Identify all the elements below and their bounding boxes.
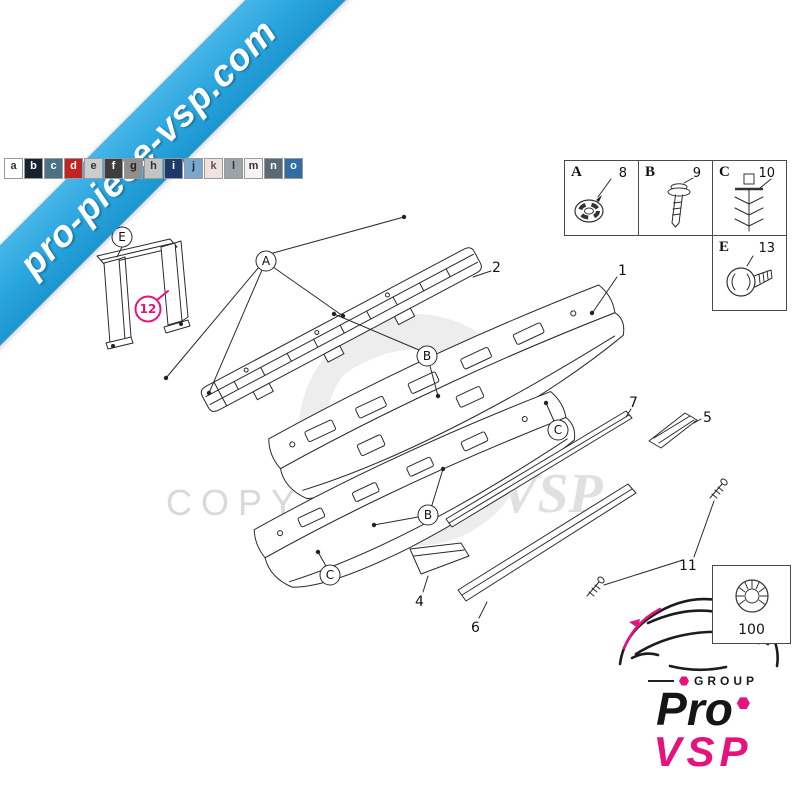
fastener-cell-E: E 13 <box>712 235 787 311</box>
callout-B-lower: B <box>424 508 432 522</box>
lower-bumper-valance <box>253 391 576 588</box>
part-numbers: 2 1 7 5 4 6 11 <box>415 260 712 636</box>
fastener-cell-B: B 9 <box>638 160 713 236</box>
color-swatch-d[interactable]: d <box>64 158 83 179</box>
logo-group-text: GROUP <box>693 674 758 688</box>
callout-A: A <box>262 254 271 268</box>
callout-B-upper: B <box>423 349 431 363</box>
hexagon-accent-icon <box>736 697 750 710</box>
color-swatch-j[interactable]: j <box>184 158 203 179</box>
screw-part-11 <box>586 478 728 597</box>
part-number-7: 7 <box>629 395 638 411</box>
part-100-cell: 100 <box>712 565 791 644</box>
color-swatch-i[interactable]: i <box>164 158 183 179</box>
logo-pro-row: Pro <box>656 683 750 735</box>
callout-C-bottom: C <box>326 568 334 582</box>
logo-rule-left <box>647 680 674 682</box>
logo-group-row: GROUP <box>647 674 758 688</box>
highlighted-part-12-label: 12 <box>140 302 157 316</box>
fastener-number-8: 8 <box>618 166 627 181</box>
color-swatch-o[interactable]: o <box>284 158 303 179</box>
fastener-letter-C: C <box>719 164 730 180</box>
color-swatch-m[interactable]: m <box>244 158 263 179</box>
callout-C-right: C <box>554 423 562 437</box>
color-swatch-n[interactable]: n <box>264 158 283 179</box>
shoulder-screw-icon <box>667 177 694 228</box>
color-swatch-f[interactable]: f <box>104 158 123 179</box>
color-swatch-l[interactable]: l <box>224 158 243 179</box>
fastener-number-9: 9 <box>692 166 701 181</box>
hexagon-icon <box>678 676 689 686</box>
part-number-2: 2 <box>492 260 501 276</box>
callout-circles: E A B B C C 12 <box>111 226 569 586</box>
end-cap-part-5 <box>648 412 698 449</box>
leader-lines <box>116 216 715 619</box>
rear-bumper-part-1 <box>268 284 625 499</box>
fastener-cell-C: C 10 <box>712 160 787 236</box>
fastener-letter-B: B <box>645 164 656 180</box>
fastener-number-13: 13 <box>758 241 775 256</box>
part-number-1: 1 <box>618 263 627 279</box>
color-swatch-e[interactable]: e <box>84 158 103 179</box>
callout-E: E <box>118 230 126 244</box>
logo-pro-text: Pro <box>656 683 733 735</box>
fastener-letter-E: E <box>719 239 730 255</box>
color-swatch-b[interactable]: b <box>24 158 43 179</box>
part-number-6: 6 <box>471 620 480 636</box>
fastener-dots <box>163 214 595 555</box>
bumper-bracket-part-12 <box>96 238 191 350</box>
rivet-clip-icon <box>726 255 773 297</box>
fir-tree-clip-icon <box>734 173 772 232</box>
color-swatch-a[interactable]: a <box>4 158 23 179</box>
fastener-cell-A: A 8 <box>564 160 639 236</box>
bumper-reinforcement-part-2 <box>200 247 482 412</box>
part-number-5: 5 <box>703 410 712 426</box>
fastener-number-10: 10 <box>758 166 775 181</box>
color-swatch-c[interactable]: c <box>44 158 63 179</box>
trim-strip-part-6 <box>457 483 637 602</box>
color-swatch-k[interactable]: k <box>204 158 223 179</box>
color-swatch-h[interactable]: h <box>144 158 163 179</box>
part-number-100: 100 <box>738 622 765 638</box>
part-number-11: 11 <box>679 558 697 574</box>
part-number-4: 4 <box>415 594 424 610</box>
grommet-nut-icon <box>574 178 612 223</box>
color-swatch-g[interactable]: g <box>124 158 143 179</box>
logo-vsp-text: VSP <box>653 727 753 775</box>
trim-strip-part-7 <box>445 410 633 528</box>
fastener-letter-A: A <box>571 164 582 180</box>
car-mirror-accent <box>629 619 640 628</box>
grommet-plug-icon <box>735 579 769 613</box>
bracket-part-4 <box>409 542 470 575</box>
